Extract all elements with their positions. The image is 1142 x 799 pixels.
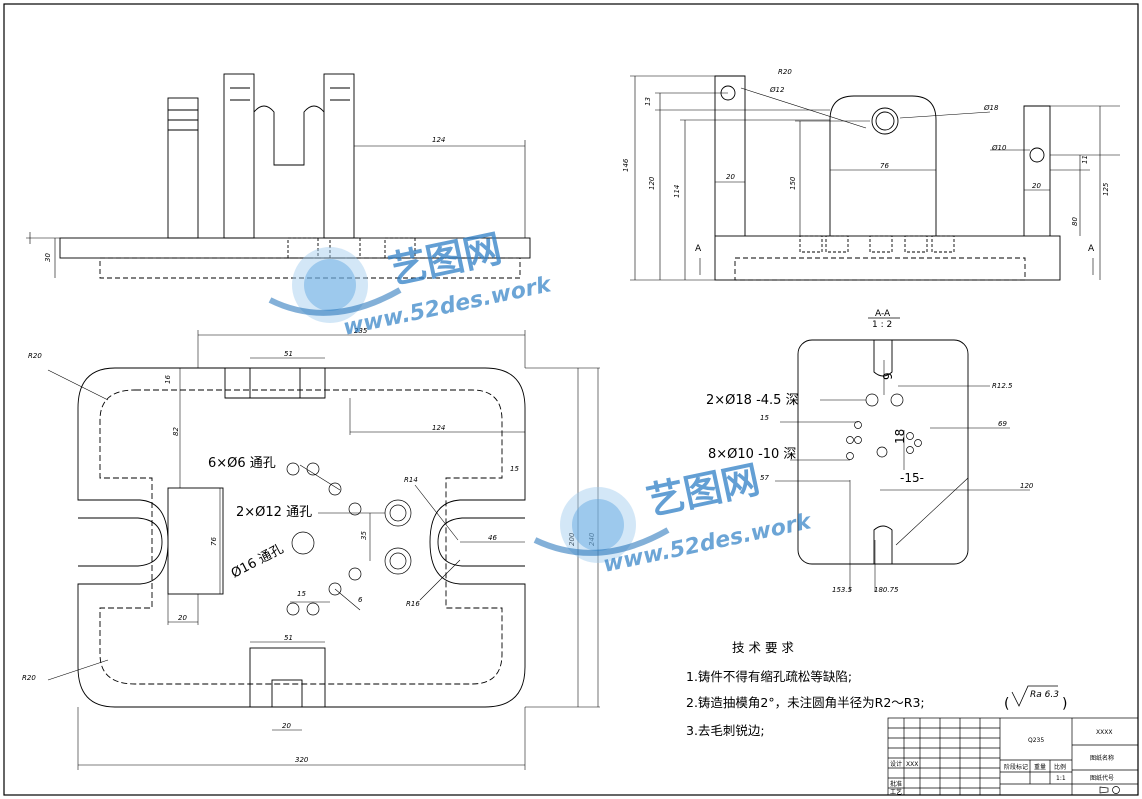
- dim-phi10-front: Ø10: [991, 144, 1007, 152]
- watermark-2: 艺图网 www.52des.work: [533, 457, 815, 578]
- side-view: [26, 73, 531, 279]
- dim-46: 46: [488, 534, 497, 542]
- dim-30-side: 30: [44, 253, 52, 262]
- tech-req-item-1: 1.铸件不得有缩孔疏松等缺陷;: [686, 669, 852, 684]
- tb-design: 设计: [890, 760, 902, 768]
- dim-200: 200: [568, 532, 576, 546]
- dim-150-front: 150: [789, 176, 797, 190]
- tb-drawing-code: 图纸代号: [1090, 774, 1114, 782]
- tb-material: Q235: [1028, 737, 1044, 744]
- sec-dim-180: 180.75: [874, 586, 899, 594]
- dim-240: 240: [588, 532, 596, 546]
- tb-approve: 批准: [890, 780, 902, 788]
- dim-80-front: 80: [1071, 217, 1079, 226]
- watermark-logo-icon: [533, 487, 670, 563]
- dim-r14: R14: [404, 476, 418, 484]
- dim-235: 235: [354, 327, 368, 335]
- dim-13-front: 13: [644, 97, 652, 106]
- dim-20b-front: 20: [1032, 182, 1041, 190]
- dim-20-left: 20: [178, 614, 187, 622]
- dim-124-plan: 124: [432, 424, 445, 432]
- section-view: [775, 339, 1030, 592]
- dim-320: 320: [295, 756, 309, 764]
- dim-15-bottom: 15: [297, 590, 306, 598]
- dim-11-front: 11: [1081, 155, 1089, 164]
- sec-dim-9: 9: [881, 372, 895, 380]
- sec-dim-15: 15: [760, 414, 769, 422]
- tb-ratio: 比例: [1054, 763, 1066, 771]
- tb-xxxx: XXXX: [1096, 729, 1112, 736]
- dim-76-plan: 76: [210, 537, 218, 546]
- tb-stage: 阶段标记: [1004, 763, 1028, 771]
- dim-51-bottom: 51: [284, 634, 293, 642]
- dim-114-front: 114: [673, 185, 681, 198]
- dim-76-front: 76: [880, 162, 889, 170]
- sheet-border: [3, 3, 1139, 796]
- dim-146-front: 146: [622, 158, 630, 172]
- sec-dim-r125: R12.5: [992, 382, 1013, 390]
- roughness-paren-right: ): [1062, 696, 1067, 712]
- dim-16: 16: [164, 375, 172, 384]
- tech-req-item-2: 2.铸造抽模角2°，未注圆角半径为R2～R3;: [686, 695, 925, 710]
- dim-phi18-front: Ø18: [983, 104, 999, 112]
- sec-dim-69: 69: [998, 420, 1007, 428]
- dim-124-top: 124: [432, 136, 445, 144]
- tech-requirements: 技 术 要 求 1.铸件不得有缩孔疏松等缺陷; 2.铸造抽模角2°，未注圆角半径…: [686, 640, 1067, 738]
- front-view: [630, 75, 1120, 281]
- projection-symbol-icon: [1099, 786, 1120, 794]
- note-10-holes: 8×Ø10 -10 深: [708, 447, 796, 462]
- sec-dim-57: 57: [760, 474, 769, 482]
- dim-82: 82: [172, 427, 180, 436]
- sec-dim-120: 120: [1020, 482, 1034, 490]
- dim-r20-bottom-left: R20: [22, 674, 36, 682]
- sec-dim-153: 153.5: [832, 586, 853, 594]
- dim-125-front: 125: [1102, 182, 1110, 196]
- tb-process: 工艺: [890, 788, 902, 796]
- roughness-paren-left: (: [1004, 696, 1009, 712]
- note-6-holes: 6×Ø6 通孔: [208, 456, 276, 471]
- note-2-holes: 2×Ø12 通孔: [236, 505, 312, 520]
- section-scale: 1 : 2: [872, 320, 892, 330]
- section-title: A-A: [875, 309, 891, 319]
- dim-20a-front: 20: [726, 173, 735, 181]
- watermark-cn-2: 艺图网: [643, 457, 764, 524]
- watermark-1: 艺图网 www.52des.work: [268, 226, 555, 341]
- dim-r20-front: R20: [778, 68, 792, 76]
- watermark-cn-1: 艺图网: [385, 226, 506, 293]
- dim-20-bottom: 20: [282, 722, 291, 730]
- plan-view: [47, 330, 600, 770]
- dim-6: 6: [358, 596, 363, 604]
- roughness-icon: [1011, 685, 1058, 707]
- dim-120-front: 120: [648, 176, 656, 190]
- sec-dim-18: 18: [893, 429, 907, 444]
- tb-author: XXX: [906, 761, 918, 768]
- title-block: [887, 717, 1139, 796]
- dim-phi12-front: Ø12: [769, 86, 785, 94]
- tb-weight: 重量: [1034, 763, 1046, 771]
- dim-r20-top-left: R20: [28, 352, 42, 360]
- note-16-hole: Ø16 通孔: [229, 542, 286, 582]
- section-mark-a-right: A: [1088, 244, 1095, 254]
- roughness-value: Ra 6.3: [1030, 690, 1059, 700]
- dim-35: 35: [360, 531, 368, 540]
- tech-req-item-3: 3.去毛刺锐边;: [686, 723, 765, 738]
- tb-scale: 1:1: [1056, 775, 1066, 782]
- sec-dim-15b: -15-: [900, 471, 924, 485]
- dim-15-plan: 15: [510, 465, 519, 473]
- watermark-logo-icon: [268, 247, 402, 323]
- section-mark-a-left: A: [695, 244, 702, 254]
- dim-51-top: 51: [284, 350, 293, 358]
- dim-r16: R16: [406, 600, 420, 608]
- tb-drawing-name: 图纸名称: [1090, 754, 1114, 762]
- tech-req-title: 技 术 要 求: [732, 640, 794, 655]
- watermark-en-1: www.52des.work: [341, 272, 554, 341]
- note-18-holes: 2×Ø18 -4.5 深: [706, 393, 799, 408]
